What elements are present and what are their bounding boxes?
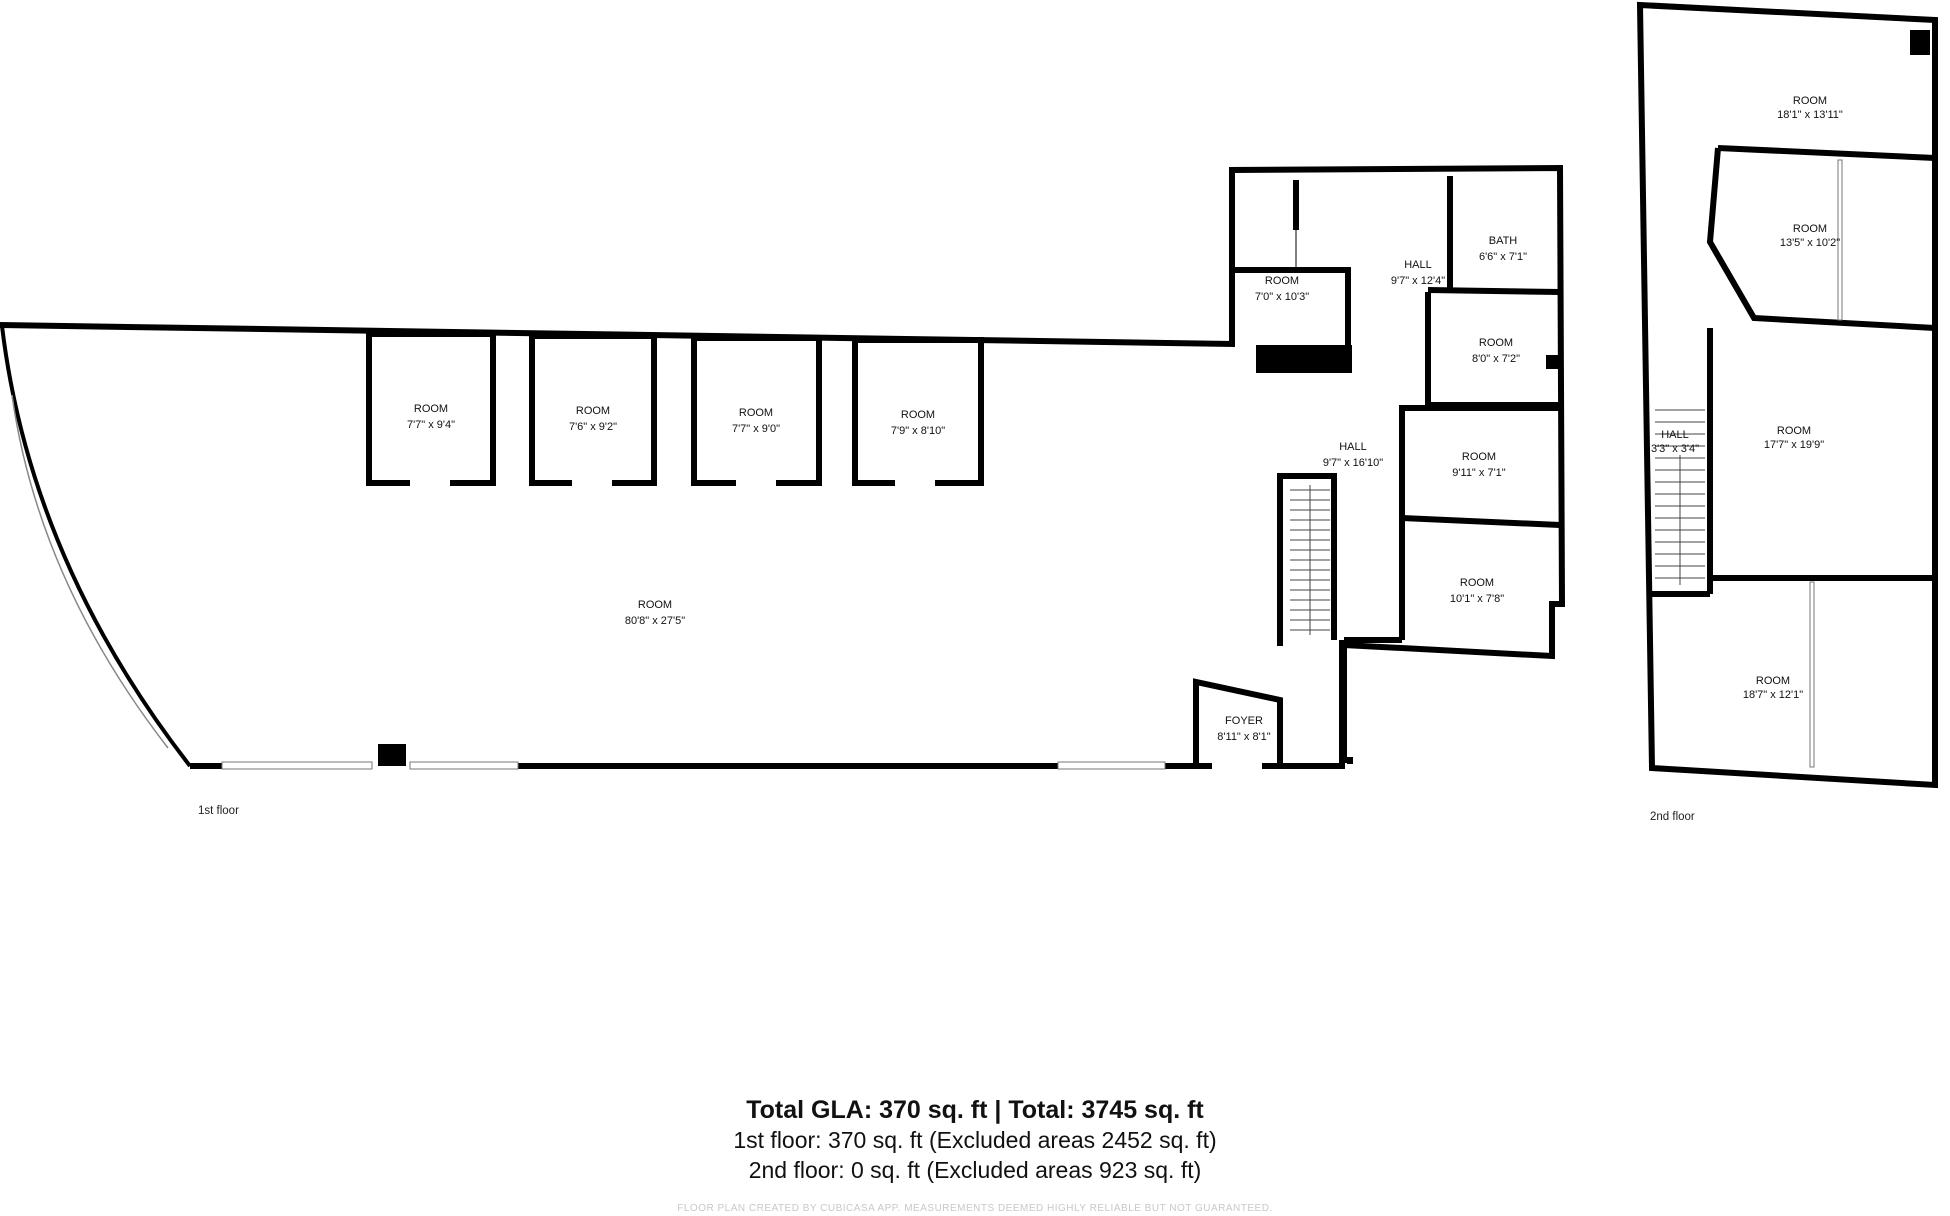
first-floor-plan bbox=[0, 164, 1566, 770]
door-gap bbox=[895, 478, 935, 488]
column bbox=[378, 744, 406, 766]
door-gap bbox=[410, 478, 450, 488]
wall-block bbox=[1256, 345, 1352, 373]
window bbox=[409, 761, 519, 770]
credit-footer: FLOOR PLAN CREATED BY CUBICASA APP. MEAS… bbox=[677, 1203, 1273, 1214]
exterior-walls-second-floor bbox=[1636, 1, 1938, 789]
room-name: ROOM bbox=[1756, 675, 1790, 687]
floor-label-second: 2nd floor bbox=[1650, 811, 1695, 823]
room-dims: 7'0" x 10'3" bbox=[1255, 291, 1309, 303]
wall-block bbox=[1546, 355, 1558, 369]
room-name: HALL bbox=[1661, 429, 1689, 441]
room-name: ROOM bbox=[901, 409, 935, 421]
curved-window bbox=[11, 394, 169, 749]
room-dims: 7'6" x 9'2" bbox=[569, 421, 617, 433]
room-dims: 9'7" x 16'10" bbox=[1323, 457, 1383, 469]
room-dims: 7'7" x 9'0" bbox=[732, 423, 780, 435]
room-g-walls bbox=[1399, 405, 1560, 640]
interior-wall bbox=[1717, 145, 1936, 161]
room-name: ROOM bbox=[1479, 337, 1513, 349]
room-dims: 8'11" x 8'1" bbox=[1217, 731, 1270, 743]
window bbox=[1809, 581, 1815, 768]
room-name: ROOM bbox=[739, 407, 773, 419]
room-name: FOYER bbox=[1225, 715, 1263, 727]
room-name: ROOM bbox=[1793, 95, 1827, 107]
window bbox=[221, 761, 373, 770]
curved-wall bbox=[0, 325, 192, 768]
door-gap bbox=[572, 478, 612, 488]
room-name: HALL bbox=[1339, 441, 1367, 453]
floor-plan-drawing: ROOM 80'8" x 27'5" ROOM 7'7" x 9'4" ROOM… bbox=[0, 1, 1938, 823]
exterior-wall-top bbox=[0, 164, 1566, 764]
room-name: BATH bbox=[1489, 235, 1518, 247]
door-gap bbox=[736, 478, 776, 488]
room-name: ROOM bbox=[576, 405, 610, 417]
room-2-walls bbox=[1706, 147, 1936, 331]
stair-walls bbox=[1277, 473, 1337, 646]
room-dims: 6'6" x 7'1" bbox=[1479, 251, 1527, 263]
room-dims: 9'11" x 7'1" bbox=[1452, 467, 1505, 479]
room-name: ROOM bbox=[1777, 425, 1811, 437]
interior-wall bbox=[1401, 515, 1561, 528]
room-name: ROOM bbox=[414, 403, 448, 415]
room-dims: 80'8" x 27'5" bbox=[625, 615, 685, 627]
room-name: HALL bbox=[1404, 259, 1432, 271]
staircase bbox=[1655, 409, 1705, 585]
room-name: ROOM bbox=[638, 599, 672, 611]
room-name: ROOM bbox=[1265, 275, 1299, 287]
room-name: ROOM bbox=[1460, 577, 1494, 589]
area-summary: Total GLA: 370 sq. ft | Total: 3745 sq. … bbox=[0, 1095, 1950, 1185]
wall-block bbox=[1910, 30, 1930, 55]
room-dims: 18'7" x 12'1" bbox=[1743, 689, 1803, 701]
window bbox=[1057, 761, 1166, 770]
room-dims: 9'7" x 12'4" bbox=[1391, 275, 1445, 287]
room-dims: 7'7" x 9'4" bbox=[407, 419, 455, 431]
room-dims: 18'1" x 13'11" bbox=[1777, 109, 1843, 121]
room-labels: ROOM 80'8" x 27'5" ROOM 7'7" x 9'4" ROOM… bbox=[198, 95, 1843, 823]
room-dims: 8'0" x 7'2" bbox=[1472, 353, 1520, 365]
staircase bbox=[1290, 485, 1330, 635]
foyer-walls bbox=[1193, 678, 1283, 769]
total-area: Total GLA: 370 sq. ft | Total: 3745 sq. … bbox=[746, 1096, 1204, 1124]
room-dims: 13'5" x 10'2" bbox=[1780, 237, 1840, 249]
room-name: ROOM bbox=[1793, 223, 1827, 235]
first-floor-area: 1st floor: 370 sq. ft (Excluded areas 24… bbox=[733, 1127, 1217, 1153]
exterior-wall-bottom-right bbox=[1262, 640, 1345, 769]
floor-label-first: 1st floor bbox=[198, 805, 239, 817]
second-floor-plan bbox=[1636, 1, 1938, 789]
room-name: ROOM bbox=[1462, 451, 1496, 463]
room-dims: 7'9" x 8'10" bbox=[891, 425, 945, 437]
window bbox=[1837, 159, 1843, 321]
second-floor-area: 2nd floor: 0 sq. ft (Excluded areas 923 … bbox=[748, 1157, 1202, 1183]
room-dims: 3'3" x 3'4" bbox=[1651, 443, 1699, 455]
room-dims: 10'1" x 7'8" bbox=[1450, 593, 1504, 605]
room-dims: 17'7" x 19'9" bbox=[1764, 439, 1824, 451]
interior-wall bbox=[1427, 287, 1561, 295]
